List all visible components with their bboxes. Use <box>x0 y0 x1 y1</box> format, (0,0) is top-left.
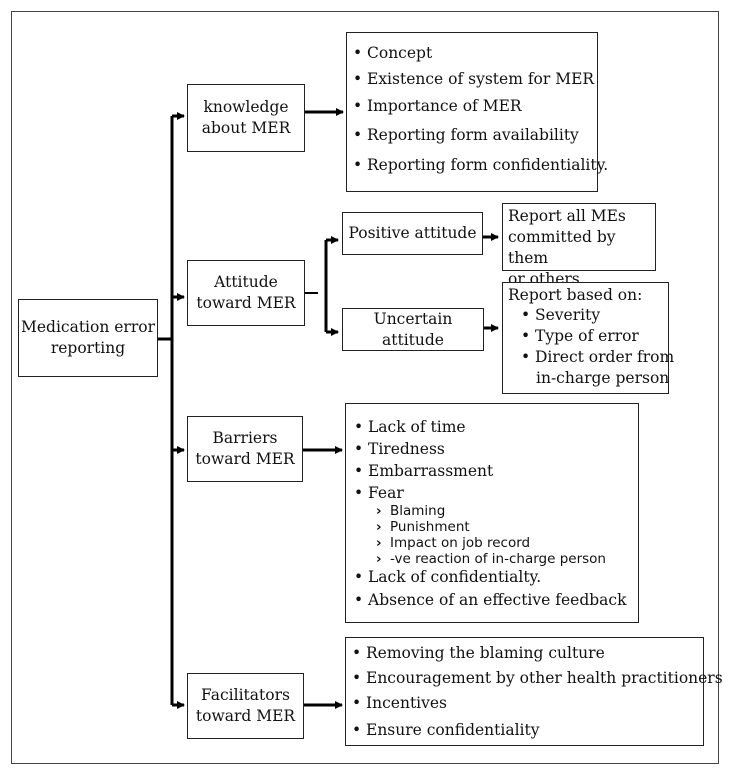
facilitators-list: Removing the blaming culture Encourageme… <box>345 637 723 746</box>
fear-subitem: -ve reaction of in-charge person <box>376 551 606 567</box>
list-item: Ensure confidentiality <box>352 721 539 739</box>
diagram-frame <box>11 11 719 764</box>
fear-subitem: Punishment <box>376 519 470 535</box>
list-item: Concept <box>353 44 432 62</box>
knowledge-list: Concept Existence of system for MER Impo… <box>346 32 608 192</box>
root-line1: Medication error <box>20 318 155 336</box>
attitude-line2: toward MER <box>196 294 296 312</box>
knowledge-line1: knowledge <box>203 98 289 116</box>
list-item: Reporting form confidentiality. <box>353 156 608 174</box>
list-item: Fear <box>354 484 404 502</box>
uncertain-attitude-node: Uncertain attitude <box>342 308 484 351</box>
list-item: Reporting form availability <box>353 126 579 144</box>
positive-attitude-detail: Report all MEs committed by them or othe… <box>502 203 656 288</box>
facilitators-line2: toward MER <box>195 707 296 725</box>
list-item: Direct order from <box>521 348 674 366</box>
root-line2: reporting <box>50 339 126 357</box>
uncertain-attitude-label: Uncertain attitude <box>373 309 453 349</box>
list-item: Tiredness <box>354 440 445 458</box>
barriers-line1: Barriers <box>212 429 278 447</box>
knowledge-line2: about MER <box>201 119 291 137</box>
fear-subitem: Impact on job record <box>376 535 530 551</box>
detail-line: Report all MEs <box>508 207 626 225</box>
positive-attitude-label: Positive attitude <box>348 224 477 242</box>
list-item: Lack of confidentialty. <box>354 568 541 586</box>
list-item: Absence of an effective feedback <box>354 591 626 609</box>
knowledge-node: knowledge about MER <box>187 84 305 152</box>
barriers-line2: toward MER <box>195 450 295 468</box>
barriers-list: Lack of time Tiredness Embarrassment Fea… <box>345 403 639 623</box>
list-item: Encouragement by other health practition… <box>352 669 723 687</box>
attitude-line1: Attitude <box>214 273 278 291</box>
list-item-continuation: in-charge person <box>536 369 670 387</box>
list-item: Embarrassment <box>354 462 493 480</box>
list-item: Severity <box>521 306 600 324</box>
list-item: Existence of system for MER <box>353 70 594 88</box>
positive-attitude-node: Positive attitude <box>342 212 483 255</box>
list-item: Type of error <box>521 327 639 345</box>
report-based-heading: Report based on: <box>508 286 643 304</box>
root-node: Medication error reporting <box>18 299 158 377</box>
attitude-node: Attitude toward MER <box>187 260 305 326</box>
fear-subitem: Blaming <box>376 503 445 519</box>
list-item: Removing the blaming culture <box>352 644 605 662</box>
uncertain-attitude-detail: Report based on: Severity Type of error … <box>502 282 674 394</box>
facilitators-node: Facilitators toward MER <box>187 673 304 739</box>
list-item: Lack of time <box>354 418 466 436</box>
barriers-node: Barriers toward MER <box>187 416 303 482</box>
list-item: Importance of MER <box>353 97 522 115</box>
detail-line: committed by them <box>508 228 616 267</box>
facilitators-line1: Facilitators <box>201 686 290 704</box>
list-item: Incentives <box>352 694 447 712</box>
